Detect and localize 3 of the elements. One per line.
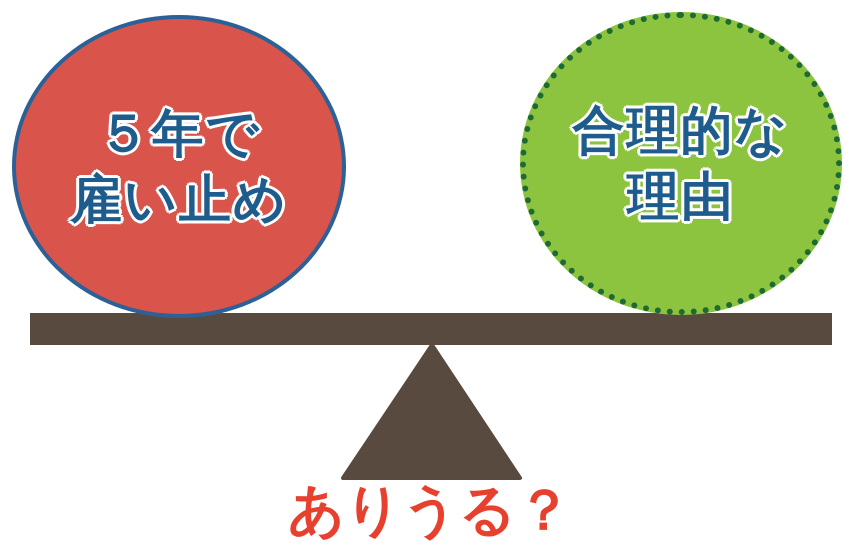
question-text: ありうる？ <box>287 478 573 544</box>
circle-label: ５年で雇い止め <box>70 102 288 232</box>
circle-label: 合理的な理由 <box>572 100 790 228</box>
